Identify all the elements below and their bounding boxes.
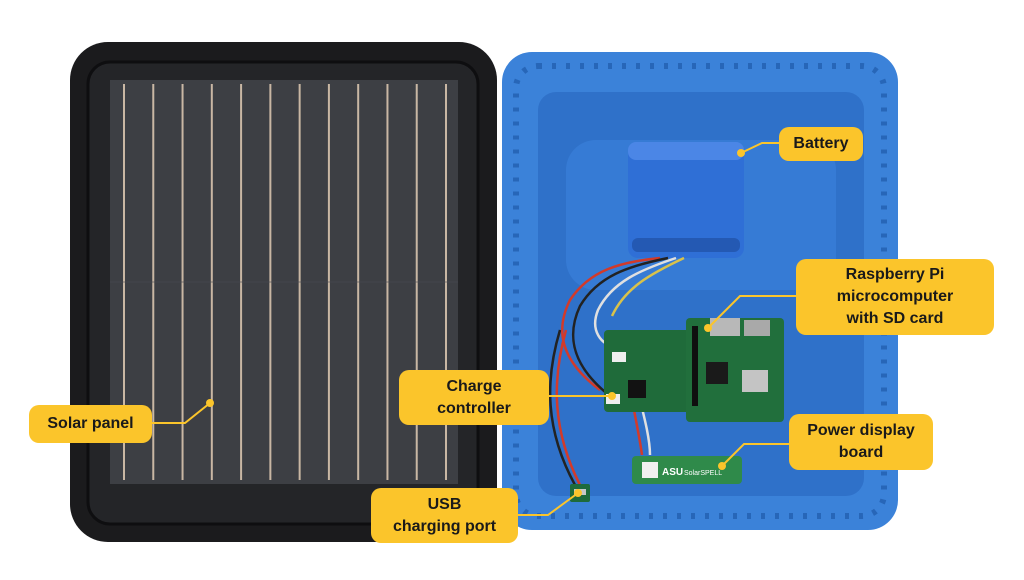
main-pcb — [604, 318, 784, 422]
callout-battery: Battery — [779, 127, 863, 161]
battery-pack — [628, 142, 744, 258]
callout-solar-panel-line-1: Solar panel — [47, 415, 134, 432]
battery-body — [628, 142, 744, 258]
leader-dots — [206, 149, 745, 497]
callout-usb-port: USB charging port — [371, 488, 518, 543]
solar-panel — [70, 42, 497, 542]
callout-power-display: Power display board — [789, 414, 933, 470]
callout-battery-line-1: Battery — [793, 135, 849, 152]
callout-charge-controller-line-1: Charge — [446, 377, 502, 395]
callout-usb-port-line-1: USB — [427, 495, 462, 513]
charge-controller-board — [604, 330, 692, 412]
leader-usb-port — [518, 492, 579, 516]
leader-solar-panel — [150, 402, 211, 424]
power-display-board: ASU SolarSPELL — [632, 456, 742, 484]
callout-raspberry-pi: Raspberry Pi microcomputer with SD card — [796, 259, 994, 335]
raspberry-pi-board — [686, 318, 784, 422]
callout-charge-controller: Charge controller — [399, 370, 549, 425]
leader-lines — [150, 142, 800, 516]
callout-raspberry-pi-line-2: microcomputer — [836, 288, 954, 305]
callout-power-display-line-2: board — [838, 444, 884, 461]
leader-power-display — [721, 443, 790, 467]
callout-power-display-line-1: Power display — [807, 422, 915, 439]
callout-usb-port-line-2: charging port — [392, 517, 497, 535]
wiring — [548, 256, 685, 486]
pcb-brand-text: SolarSPELL — [684, 470, 722, 477]
callout-raspberry-pi-line-3: with SD card — [846, 310, 944, 327]
leader-raspberry-pi — [707, 295, 800, 329]
leader-battery — [740, 142, 780, 154]
callout-solar-panel: Solar panel — [29, 405, 152, 443]
callout-raspberry-pi-line-1: Raspberry Pi — [845, 266, 945, 283]
callout-charge-controller-line-2: controller — [437, 399, 511, 417]
pcb-logo-text: ASU — [662, 467, 683, 478]
